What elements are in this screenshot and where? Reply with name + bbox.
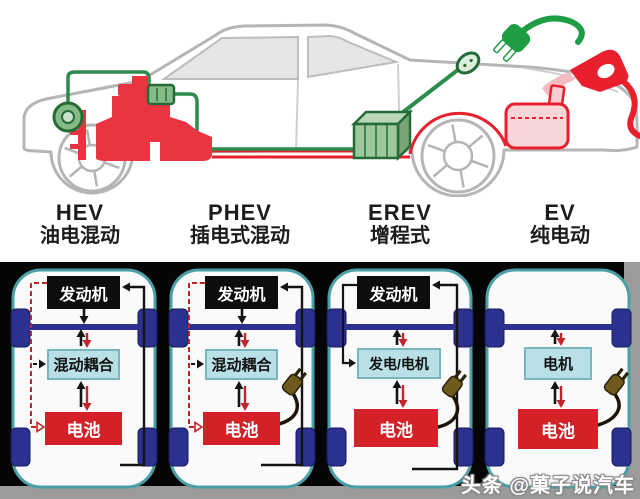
front-axle [494,324,622,330]
battery-box: 电池 [45,412,122,445]
red-arrow-into-battery [36,421,46,433]
arrow-into-engine [432,280,440,290]
axle-motor-arrow [550,329,566,346]
coupler-box: 混动耦合 [205,349,278,380]
plug-icon [436,369,468,429]
erev-title: EREV [368,200,432,225]
front-axle [336,324,464,330]
fuel-loop-line [120,285,146,467]
phev-subtitle: 插电式混动 [190,225,290,248]
engine-box: 发动机 [357,276,430,309]
axle-coupler-arrow [234,329,250,348]
motor-battery-arrow [550,381,566,408]
label-phev: PHEV 插电式混动 [160,197,320,262]
battery-box: 电池 [354,409,438,447]
hev-subtitle: 油电混动 [40,225,120,248]
rear-wheel [420,118,496,194]
watermark: 头条 @菓子说汽车 [460,475,635,497]
arrow-into-engine [122,282,130,292]
front-axle [20,324,148,330]
charge-dashed-line [30,282,47,428]
engine-box: 发动机 [47,276,120,309]
panel-erev: 发动机 发电/电机 电池 [324,267,476,492]
engine-to-generator-line [341,283,357,365]
charge-dashed-line [188,282,205,428]
engine-to-axle-arrow [237,309,247,324]
drivetrain-panels-strip: 发动机 混动耦合 电池 [0,262,640,499]
arrow-into-coupler [39,359,46,369]
front-window [160,35,299,80]
motor-box: 电机 [524,347,592,380]
motor-icon [52,101,84,133]
charging-plug-icon [493,15,585,62]
car-illustration [22,15,640,198]
coupler-box: 混动耦合 [47,349,120,380]
rear-window [307,34,400,79]
engine-box: 发动机 [205,276,278,309]
red-arrow-into-battery [194,421,204,433]
engine-to-axle-arrow [79,309,89,324]
label-erev: EREV 增程式 [320,197,480,262]
generator-battery-arrow [392,380,408,408]
ev-title: EV [544,200,576,225]
coupler-battery-arrow [234,381,250,411]
wheels [10,308,158,467]
inverter-icon [146,83,176,106]
label-hev: HEV 油电混动 [0,197,160,262]
car-illustration-area [0,0,640,198]
battery-box: 电池 [518,409,598,449]
panel-hev: 发动机 混动耦合 电池 [8,267,160,492]
arrow-into-coupler [197,359,204,369]
panel-phev: 发动机 混动耦合 电池 [166,267,318,492]
arrow-into-generator [349,358,356,368]
ev-battery-icon [350,108,414,162]
gray-margin-bottom [0,486,640,499]
panel-ev: 电机 电池 [482,267,634,492]
vehicle-type-labels: HEV 油电混动 PHEV 插电式混动 EREV 增程式 EV 纯电动 [0,197,640,262]
generator-motor-box: 发电/电机 [357,348,441,379]
erev-subtitle: 增程式 [370,225,430,248]
phev-title: PHEV [208,200,272,225]
axle-coupler-arrow [76,329,92,348]
plug-icon [277,367,308,426]
fuel-tank-icon [504,84,570,150]
label-ev: EV 纯电动 [480,197,640,262]
coupler-battery-arrow [76,381,92,411]
axle-generator-arrow [392,329,408,347]
front-axle [178,324,306,330]
ev-subtitle: 纯电动 [530,225,590,248]
charge-port-icon [455,51,481,75]
plug-icon [596,367,630,427]
hev-title: HEV [55,200,105,225]
battery-box: 电池 [203,412,280,445]
arrow-into-engine [280,282,288,292]
